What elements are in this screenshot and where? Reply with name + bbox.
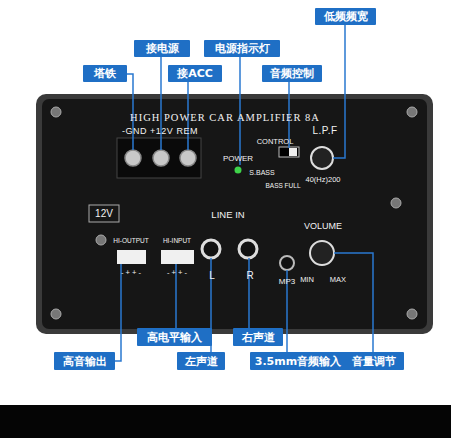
lpf-knob bbox=[311, 147, 333, 169]
callout-box: 音量调节 bbox=[343, 352, 404, 370]
panel-label: MAX bbox=[330, 276, 346, 284]
panel-label: - + + - bbox=[167, 269, 187, 277]
screw bbox=[391, 198, 401, 208]
callout-text: 高电平输入 bbox=[147, 330, 202, 345]
screw bbox=[51, 309, 61, 319]
panel-label: HI-INPUT bbox=[163, 238, 191, 245]
background bbox=[0, 0, 451, 405]
callout-text: 左声道 bbox=[185, 354, 218, 369]
panel-label: MP3 bbox=[279, 278, 295, 286]
callout-box: 电源指示灯 bbox=[204, 40, 280, 57]
panel-label: LINE IN bbox=[211, 210, 244, 220]
leader-line bbox=[239, 57, 241, 165]
screw bbox=[96, 235, 106, 245]
terminal-screw bbox=[153, 150, 169, 166]
callout-text: 低频频宽 bbox=[324, 9, 368, 24]
mp3-jack bbox=[280, 256, 294, 270]
panel-label: -GND +12V REM bbox=[122, 127, 198, 136]
leader-line bbox=[115, 264, 121, 361]
leader-line bbox=[248, 258, 250, 328]
callout-box: 右声道 bbox=[233, 328, 283, 346]
panel-label: R bbox=[246, 271, 253, 281]
panel-label: MIN bbox=[300, 276, 314, 284]
volume-knob bbox=[310, 241, 334, 265]
callout-text: 塔铁 bbox=[94, 66, 116, 81]
panel-label: POWER bbox=[223, 155, 253, 163]
callout-text: 3.5mm音频输入 bbox=[255, 354, 341, 369]
leader-line bbox=[334, 253, 373, 352]
panel-label: S.BASS bbox=[249, 169, 274, 176]
voltage-box bbox=[89, 205, 119, 222]
callout-box: 左声道 bbox=[177, 352, 225, 370]
leader-line bbox=[160, 57, 162, 150]
power-led bbox=[235, 167, 242, 174]
leader-lines bbox=[115, 25, 373, 361]
callout-box: 音频控制 bbox=[262, 65, 322, 82]
panel-face bbox=[42, 99, 427, 329]
callout-box: 接ACC bbox=[168, 65, 222, 82]
terminal-screw bbox=[180, 150, 196, 166]
panel-label: HI-OUTPUT bbox=[113, 238, 148, 245]
callout-text: 高音输出 bbox=[63, 354, 107, 369]
left-rca-jack bbox=[202, 240, 220, 258]
screws bbox=[51, 107, 417, 319]
callout-box: 接电源 bbox=[134, 40, 190, 57]
callout-box: 3.5mm音频输入 bbox=[250, 352, 346, 370]
panel-label: 40(Hz)200 bbox=[305, 176, 340, 184]
screw bbox=[51, 107, 61, 117]
panel-label: BASS FULL bbox=[265, 183, 300, 190]
panel-label: VOLUME bbox=[304, 222, 342, 231]
panel-label: 12V bbox=[95, 209, 113, 219]
callout-box: 高电平输入 bbox=[137, 328, 212, 346]
panel-label: - + + - bbox=[121, 269, 141, 277]
callout-box: 塔铁 bbox=[83, 65, 127, 82]
leader-line bbox=[333, 25, 345, 158]
terminal-screws bbox=[125, 150, 196, 166]
panel-label: CONTROL bbox=[257, 138, 294, 146]
callout-text: 接ACC bbox=[177, 66, 213, 81]
callout-text: 电源指示灯 bbox=[215, 41, 270, 56]
callout-box: 低频频宽 bbox=[315, 8, 376, 25]
callout-text: 音量调节 bbox=[352, 354, 396, 369]
panel-label: L.P.F bbox=[312, 126, 337, 136]
callout-text: 右声道 bbox=[242, 330, 275, 345]
panel-label: L bbox=[209, 271, 215, 281]
screw bbox=[407, 309, 417, 319]
callout-box: 高音输出 bbox=[54, 352, 115, 370]
callout-text: 音频控制 bbox=[270, 66, 314, 81]
screw bbox=[407, 107, 417, 117]
callout-text: 接电源 bbox=[146, 41, 179, 56]
hi-input-connector bbox=[161, 250, 194, 264]
right-rca-jack bbox=[239, 240, 257, 258]
terminal-screw bbox=[125, 150, 141, 166]
hi-output-connector bbox=[117, 250, 146, 264]
control-switch bbox=[279, 147, 299, 157]
bottom-band bbox=[0, 405, 451, 438]
panel-label: HIGH POWER CAR AMPLIFIER 8A bbox=[130, 113, 320, 124]
switch-slider bbox=[289, 148, 297, 156]
